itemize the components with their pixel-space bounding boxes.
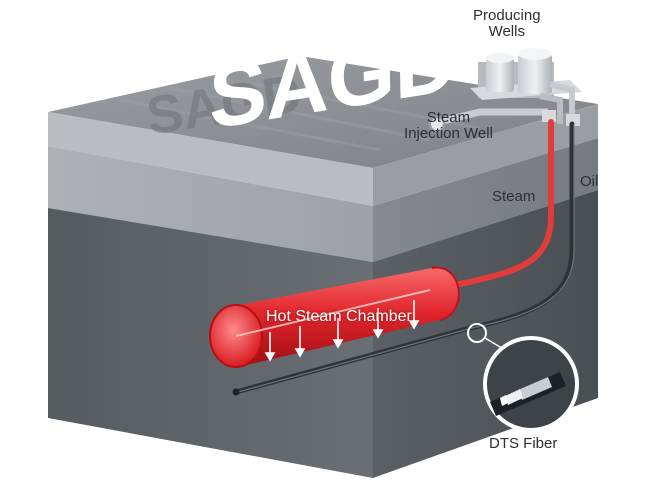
pipe-end-cap (232, 388, 240, 396)
block-top-face (48, 56, 598, 168)
dts-fiber-label: DTS Fiber (489, 435, 558, 452)
side-middle-layer (373, 138, 598, 262)
producing-wells-label: Producing Wells (473, 8, 541, 40)
steam-injection-label-line2: Injection Well (404, 124, 493, 142)
hot-steam-chamber (209, 266, 460, 368)
producing-wells-label-line2: Wells (488, 22, 525, 40)
steam-flow-arrows (264, 300, 420, 362)
producing-wells-label-line1: Producing (473, 7, 541, 24)
producing-wells-facility (429, 48, 582, 132)
side-surface-layer (373, 104, 598, 206)
oil-label: Oil (580, 173, 599, 190)
dts-fiber-callout (467, 323, 579, 432)
front-middle-layer (48, 146, 373, 262)
hot-steam-chamber-label: Hot Steam Chamber (266, 308, 412, 325)
steam-injection-pipe (427, 119, 554, 293)
steam-label: Steam (492, 188, 536, 205)
front-surface-layer (48, 112, 373, 206)
steam-injection-well-label: Steam Injection Well (404, 110, 493, 142)
steam-injection-label-line1: Steam (426, 109, 471, 126)
